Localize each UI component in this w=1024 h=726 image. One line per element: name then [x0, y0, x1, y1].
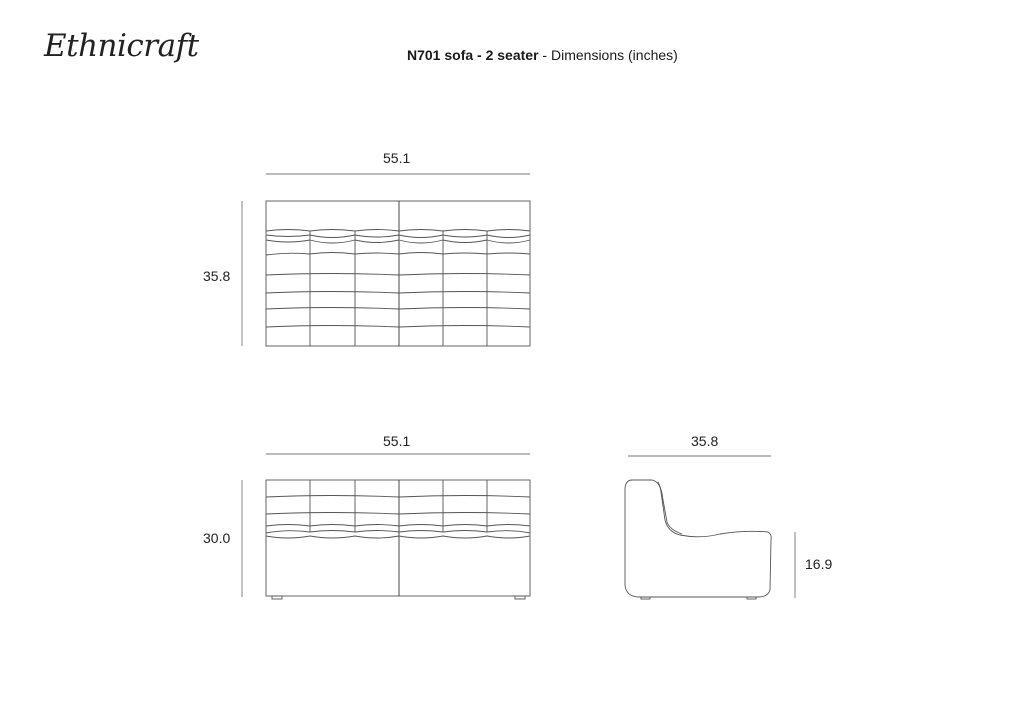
product-name: N701 sofa - 2 seater [407, 47, 539, 63]
top-view-width-label: 55.1 [383, 150, 411, 166]
side-view-depth-label: 35.8 [691, 433, 719, 449]
side-view-drawing [624, 455, 796, 600]
front-view-height-label: 30.0 [203, 530, 231, 546]
side-view-seat-height-label: 16.9 [805, 556, 833, 572]
title-separator: - [538, 47, 551, 63]
front-view-width-label: 55.1 [383, 433, 411, 449]
top-view-drawing [241, 173, 531, 347]
front-view-drawing [241, 453, 531, 600]
title-subtitle: Dimensions (inches) [550, 47, 678, 63]
brand-logo: Ethnicraft [44, 28, 199, 64]
page-title: N701 sofa - 2 seater - Dimensions (inche… [407, 47, 678, 63]
top-view-depth-label: 35.8 [203, 268, 231, 284]
